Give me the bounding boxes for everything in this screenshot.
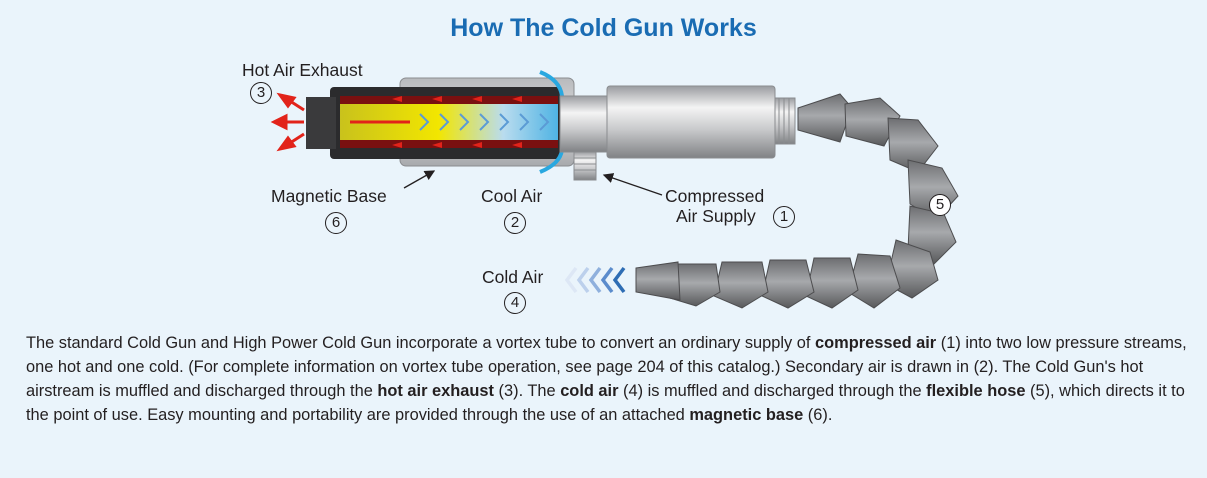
compressed-air-leader: [602, 173, 663, 196]
cool-air-arc-top: [539, 70, 564, 97]
number-badge-5: 5: [929, 194, 951, 216]
number-badge-1: 1: [773, 206, 795, 228]
number-badge-3: 3: [250, 82, 272, 104]
description-bold-compressed-air: compressed air: [815, 334, 937, 352]
hot-air-exhaust-label: Hot Air Exhaust: [242, 60, 363, 80]
number-badge-6: 6: [325, 212, 347, 234]
number-badge-2: 2: [504, 212, 526, 234]
description-paragraph: The standard Cold Gun and High Power Col…: [26, 331, 1196, 427]
description-bold-cold-air: cold air: [560, 382, 619, 400]
muffler-end: [306, 97, 336, 149]
description-bold-hot-air-exhaust: hot air exhaust: [377, 382, 494, 400]
description-text-2: (1) into two low pressure streams, one h…: [26, 334, 1187, 400]
main-cylinder: [606, 85, 776, 159]
connector-block: [559, 95, 611, 153]
page-title: How The Cold Gun Works: [450, 14, 757, 42]
cold-core-chevrons: [419, 113, 550, 131]
threaded-fitting: [774, 97, 796, 145]
hot-flow-arrows: [392, 96, 522, 148]
description-text-3: (3). The: [493, 382, 561, 400]
cold-gun-diagram: [270, 70, 959, 309]
description-bold-flexible-hose: flexible hose: [926, 382, 1026, 400]
description-text-6: (6).: [803, 406, 833, 424]
number-badge-4: 4: [504, 292, 526, 314]
compressed-air-label-line1: Compressed: [665, 186, 765, 206]
hot-exhaust-arrows: [270, 92, 305, 152]
cold-air-label: Cold Air: [482, 267, 544, 287]
air-inlet-fitting: [573, 151, 597, 181]
cool-air-label: Cool Air: [481, 186, 543, 206]
description-text-4: (4) is muffled and discharged through th…: [618, 382, 927, 400]
magnetic-base-leader: [403, 170, 436, 189]
description-bold-magnetic-base: magnetic base: [689, 406, 804, 424]
compressed-air-label-line2: Air Supply: [676, 206, 756, 226]
description-text-5: (5), which directs it to the point of us…: [26, 382, 1185, 424]
flexible-hose: [635, 93, 959, 309]
magnetic-base-label: Magnetic Base: [271, 186, 387, 206]
description-text-1: The standard Cold Gun and High Power Col…: [26, 334, 816, 352]
cold-air-chevrons: [564, 266, 626, 294]
